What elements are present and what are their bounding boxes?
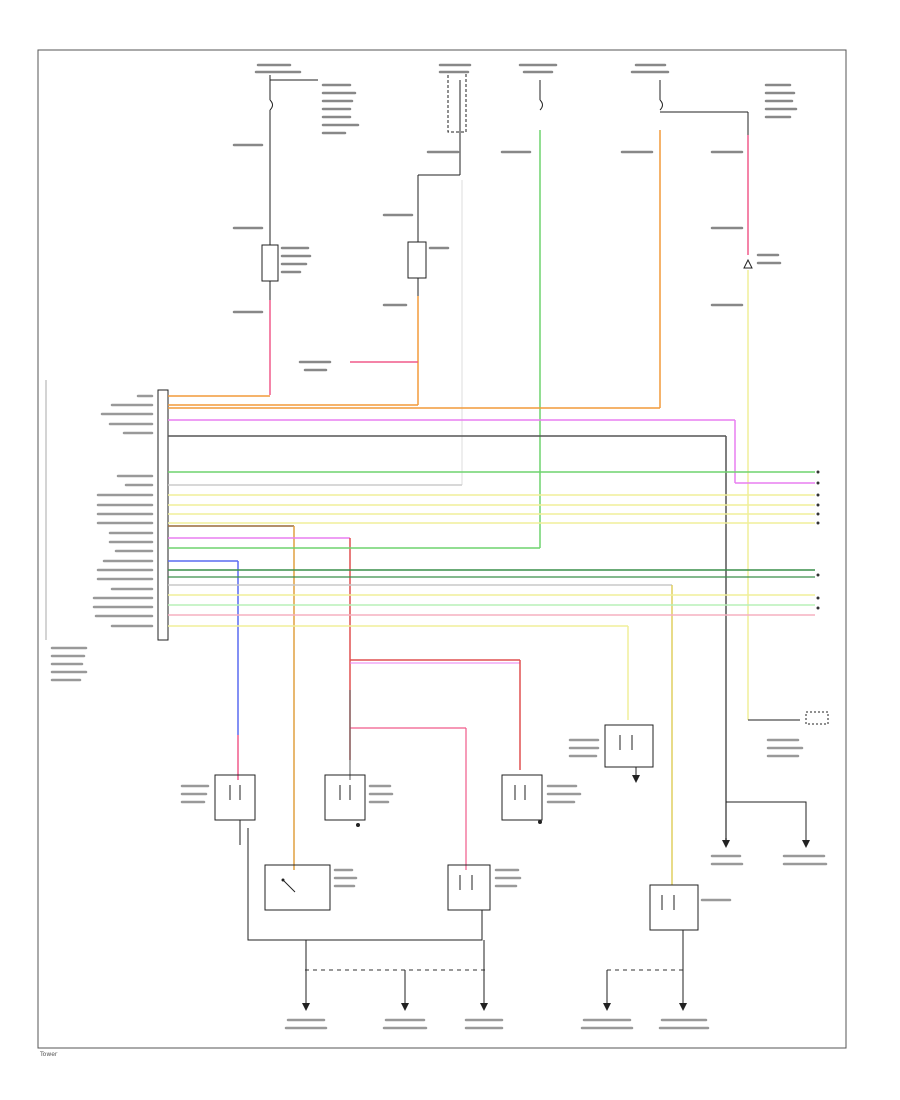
- diagram-frame: [37, 49, 847, 1049]
- right-connector-pins: [816, 470, 820, 610]
- switch-2: [324, 774, 366, 827]
- switch-lower-right: [649, 884, 699, 931]
- switch-rhd: [447, 864, 491, 911]
- module-pin-labels: [50, 394, 154, 682]
- fuse-source-1: [261, 75, 318, 300]
- page-label: Tower: [39, 1051, 58, 1058]
- module-connector: [157, 389, 169, 641]
- switch-1: [214, 774, 256, 821]
- bottom-bus: [247, 828, 483, 941]
- lower-labels: [180, 738, 828, 1030]
- fuse-source-4: [659, 80, 753, 269]
- ground-markers: [302, 775, 810, 1011]
- switch-lhd: [264, 864, 331, 911]
- connector-right-lower: [748, 711, 829, 725]
- switch-4: [604, 724, 654, 775]
- switch-3: [501, 774, 543, 824]
- label-scribbles: [232, 63, 798, 372]
- fuse-source-2: [407, 71, 467, 296]
- fuse-source-3: [539, 80, 543, 111]
